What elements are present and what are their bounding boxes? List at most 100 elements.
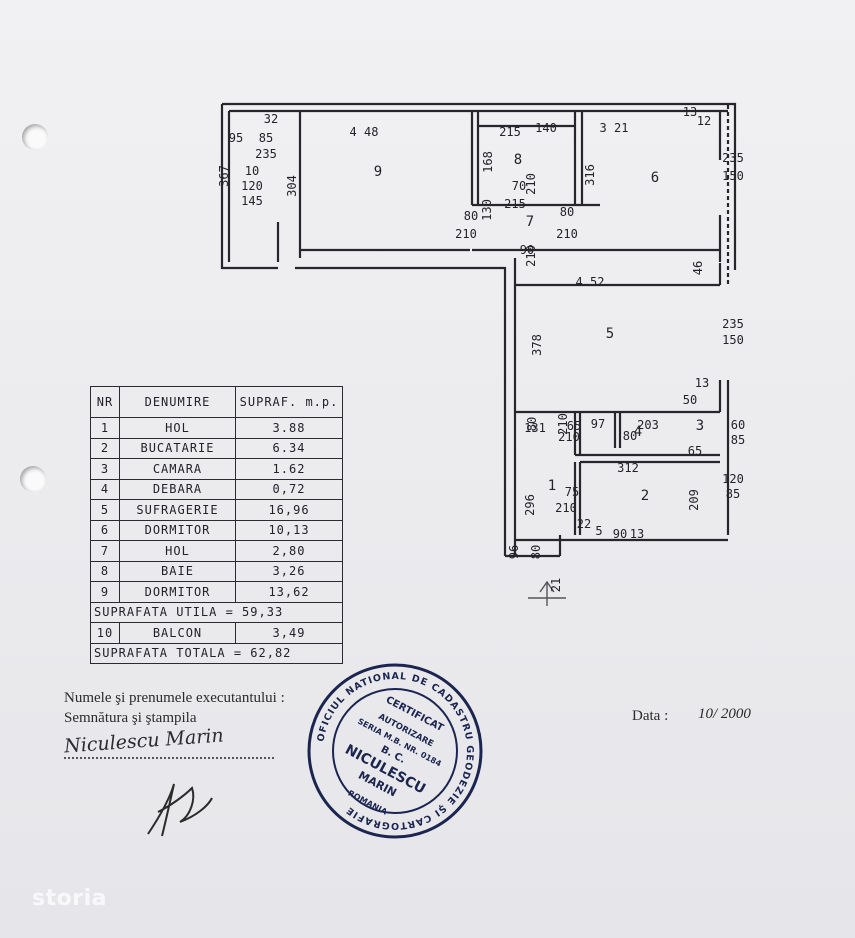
dimension-label: 312: [617, 461, 639, 475]
row-nr: 1: [90, 417, 120, 439]
row-nr: 7: [90, 540, 120, 562]
row-name: DORMITOR: [119, 581, 236, 603]
dimension-label: 13: [630, 527, 644, 541]
storia-watermark: storia: [32, 886, 107, 911]
dimension-label: 210: [555, 501, 577, 515]
dimension-label: 316: [583, 164, 597, 186]
dimension-label: 12: [697, 114, 711, 128]
dimension-label: 60: [731, 418, 745, 432]
useful-total-row: SUPRAFATA UTILA = 59,33: [90, 601, 343, 623]
room-number: 7: [526, 214, 534, 230]
dimension-label: 120: [722, 472, 744, 486]
dimension-label: 96: [507, 545, 521, 559]
dimension-label: 65: [567, 419, 581, 433]
dimension-label: 140: [535, 121, 557, 135]
row-nr: 10: [90, 622, 120, 644]
row-name: DORMITOR: [119, 519, 236, 541]
useful-total: SUPRAFATA UTILA = 59,33: [90, 601, 343, 623]
dimension-label: 70: [512, 179, 526, 193]
dimension-label: 378: [530, 334, 544, 356]
dimension-label: 50: [683, 393, 697, 407]
dimension-label: 5: [595, 524, 602, 538]
dimension-label: 235: [722, 317, 744, 331]
dimension-label: 90: [520, 243, 534, 257]
dimension-label: 210: [455, 227, 477, 241]
row-area: 3,49: [235, 622, 343, 644]
dimension-label: 235: [722, 151, 744, 165]
date-value: 10/ 2000: [698, 706, 751, 722]
dimension-label: 367: [217, 165, 231, 187]
dimension-label: 3 21: [600, 121, 629, 135]
row-nr: 9: [90, 581, 120, 603]
dimension-label: 85: [731, 433, 745, 447]
dimension-label: 32: [264, 112, 278, 126]
dimension-label: 75: [565, 485, 579, 499]
dimension-label: 80: [464, 209, 478, 223]
row-name: HOL: [119, 540, 236, 562]
row-name: BUCATARIE: [119, 437, 236, 459]
dimension-label: 85: [259, 131, 273, 145]
room-number: 5: [606, 326, 614, 342]
table-header: NR DENUMIRE SUPRAF. m.p.: [90, 386, 343, 418]
row-area: 6.34: [235, 437, 343, 459]
dimension-label: 209: [687, 489, 701, 511]
row-name: HOL: [119, 417, 236, 439]
executant-label: Numele şi prenumele executantului :: [64, 690, 285, 706]
dimension-label: 97: [591, 417, 605, 431]
punch-hole-bottom: [20, 466, 46, 492]
row-area: 1.62: [235, 458, 343, 480]
dimension-label: 95: [229, 131, 243, 145]
dimension-label: 210: [524, 173, 538, 195]
dimension-label: 210: [556, 227, 578, 241]
grand-total: SUPRAFATA TOTALA = 62,82: [90, 642, 343, 664]
dimension-label: 85: [726, 487, 740, 501]
dimension-label: 21: [549, 578, 563, 592]
room-number: 9: [374, 164, 382, 180]
dimension-label: 80: [529, 545, 543, 559]
plan-walls: [220, 102, 737, 558]
header-area: SUPRAF. m.p.: [235, 386, 343, 418]
dimension-label: 80: [560, 205, 574, 219]
dimension-label: 210: [524, 245, 538, 267]
dimension-label: 210: [558, 430, 580, 444]
dimension-label: 65: [688, 444, 702, 458]
dimension-label: 304: [285, 175, 299, 197]
dimension-label: 120: [241, 179, 263, 193]
room-number: 8: [514, 152, 522, 168]
dimension-label: 210: [556, 413, 570, 435]
row-nr: 3: [90, 458, 120, 480]
row-name: DEBARA: [119, 478, 236, 500]
dimension-label: 80: [623, 429, 637, 443]
punch-hole-top: [22, 124, 48, 150]
date-label: Data :: [632, 708, 669, 724]
row-area: 13,62: [235, 581, 343, 603]
header-name: DENUMIRE: [119, 386, 236, 418]
row-area: 16,96: [235, 499, 343, 521]
official-stamp: OFICIUL NATIONAL DE CADASTRU GEODEZIE ŞI…: [307, 663, 483, 839]
dimension-label: 168: [481, 151, 495, 173]
signature-label: Semnătura şi ştampila: [64, 710, 197, 726]
dimension-label: 130: [480, 199, 494, 221]
dimension-label: 10: [245, 164, 259, 178]
room-number: 4: [634, 424, 642, 440]
dimension-label: 13: [683, 105, 697, 119]
row-name: CAMARA: [119, 458, 236, 480]
row-nr: 5: [90, 499, 120, 521]
dimension-label: 235: [255, 147, 277, 161]
dimension-label: 4 52: [576, 275, 605, 289]
row-nr: 8: [90, 560, 120, 582]
row-name: BALCON: [119, 622, 236, 644]
dimension-label: 145: [241, 194, 263, 208]
room-number: 3: [696, 418, 704, 434]
row-name: SUFRAGERIE: [119, 499, 236, 521]
